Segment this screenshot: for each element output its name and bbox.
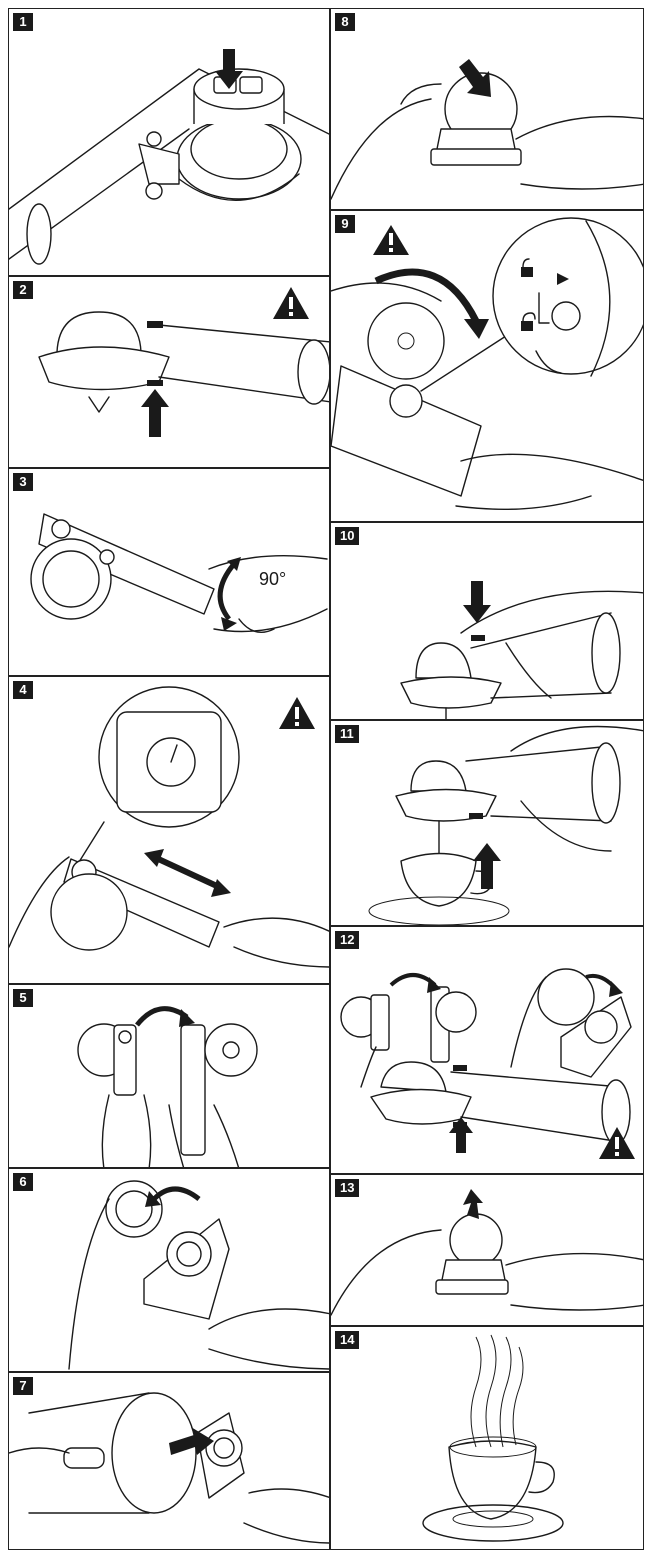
step-13-number: 13 [335,1179,360,1197]
rotate-arrow-icon [217,557,241,631]
step-8-illustration [331,72,643,200]
step-14-number: 14 [335,1331,360,1349]
rotate-arrow-icon [389,973,623,997]
step-12-number: 12 [335,931,360,949]
step-7-panel: 7 [8,1372,330,1550]
step-12-illustration [340,968,632,1145]
step-11-illustration [368,725,643,925]
warning-icon [273,287,309,319]
step-13-illustration [331,1213,643,1316]
push-down-arrow-icon [459,59,491,97]
step-3-illustration [30,513,328,633]
step-5-number: 5 [13,989,33,1007]
step-6-number: 6 [13,1173,33,1191]
step-2-illustration [38,311,329,413]
step-4-number: 4 [13,681,33,699]
step-1-illustration [9,68,329,265]
push-right-arrow-icon [169,1427,214,1455]
double-arrow-icon [144,849,231,897]
step-14-illustration [422,1436,564,1542]
step-4-illustration [9,686,329,968]
rotate-arrow-icon [135,1006,195,1027]
step-11-number: 11 [335,725,359,743]
step-6-panel: 6 [8,1168,330,1372]
push-up-arrow-icon [473,843,501,889]
step-7-number: 7 [13,1377,33,1395]
step-10-number: 10 [335,527,360,545]
rotate-arrow-icon [374,268,489,339]
step-1-number: 1 [13,13,33,31]
push-down-arrow-icon [463,581,491,623]
step-9-illustration [331,217,643,511]
step-3-number: 3 [13,473,33,491]
push-up-arrow-icon [141,389,169,437]
padlock-icon [521,258,569,331]
step-8-number: 8 [335,13,355,31]
step-3-panel: 3 90° [8,468,330,676]
step-10-panel: 10 [330,522,644,720]
step-1-panel: 1 [8,8,330,276]
step-7-illustration [9,1392,329,1544]
push-down-arrow-icon [215,49,243,89]
rotate-arrow-icon [145,1186,201,1207]
step-13-panel: 13 [330,1174,644,1326]
step-10-illustration [400,590,643,719]
push-up-arrow-icon [463,1189,483,1219]
step-4-panel: 4 [8,676,330,984]
step-5-illustration [77,1023,258,1167]
warning-icon [279,697,315,729]
step-12-panel: 12 [330,926,644,1174]
step-2-panel: 2 [8,276,330,468]
warning-icon [599,1127,635,1159]
step-2-number: 2 [13,281,33,299]
step-9-number: 9 [335,215,355,233]
rotation-angle-label: 90° [259,569,287,589]
push-up-arrow-icon [449,1117,473,1153]
steam-icon [470,1334,524,1448]
step-11-panel: 11 [330,720,644,926]
step-6-illustration [68,1180,329,1370]
step-8-panel: 8 [330,8,644,210]
warning-icon [373,225,409,255]
step-14-panel: 14 [330,1326,644,1550]
step-9-panel: 9 [330,210,644,522]
step-5-panel: 5 [8,984,330,1168]
